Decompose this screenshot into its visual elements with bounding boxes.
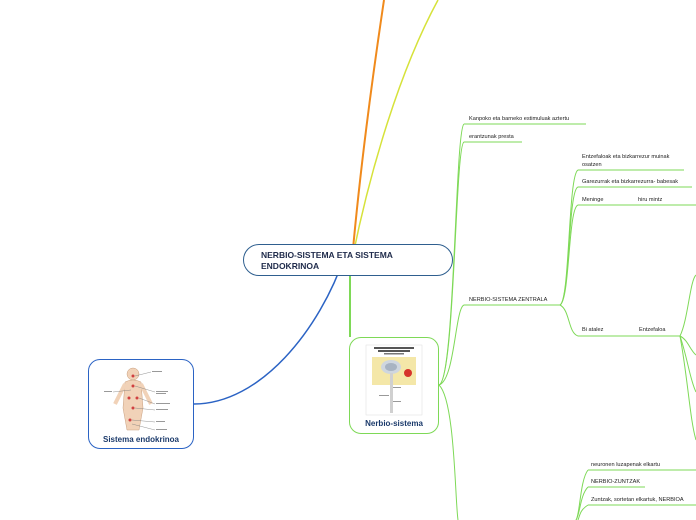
branch-meninge[interactable]: Meninge: [582, 197, 604, 203]
central-topic-title-line1: NERBIO-SISTEMA ETA SISTEMA: [261, 250, 393, 260]
blue-branch-line: [193, 254, 346, 405]
central-topic[interactable]: NERBIO-SISTEMA ETA SISTEMA ENDOKRINOA: [243, 244, 453, 276]
branch-zuntzak[interactable]: NERBIO-ZUNTZAK: [591, 479, 641, 485]
orange-branch-line: [351, 0, 385, 261]
branch-zentrala[interactable]: NERBIO-SISTEMA ZENTRALA: [469, 297, 548, 303]
nervous-system-illustration: [365, 344, 423, 416]
branch-garezurrak[interactable]: Garezurrak eta bizkarrezurra- babesak: [582, 179, 679, 185]
branch-entzefaloak-line1[interactable]: Entzefaloak eta bizkarrezur muinak: [582, 154, 670, 160]
nerbio-sistema-label: Nerbio-sistema: [365, 419, 423, 428]
nerbio-sistema-node[interactable]: Nerbio-sistema: [349, 337, 439, 434]
branch-entzefaloa[interactable]: Entzefaloa: [639, 327, 666, 333]
branch-zuntzak-sortetan[interactable]: Zuntzak, sortetan elkartuk, NERBIOA: [591, 497, 684, 503]
sistema-endokrinoa-node[interactable]: Sistema endokrinoa: [88, 359, 194, 449]
yellow-branch-line: [351, 0, 439, 261]
sistema-endokrinoa-label: Sistema endokrinoa: [102, 435, 180, 444]
branch-hiru-mintz[interactable]: hiru mintz: [638, 197, 663, 203]
branch-kanpoko[interactable]: Kanpoko eta barneko estimuluak aztertu: [469, 116, 570, 122]
central-topic-title-line2: ENDOKRINOA: [261, 261, 320, 271]
branch-entzefaloak-line2[interactable]: osatzen: [582, 162, 602, 168]
branch-erantzunak[interactable]: erantzunak presta: [469, 134, 514, 140]
branch-neuronen[interactable]: neuronen luzapenak elkartu: [591, 462, 661, 468]
endocrine-system-illustration: [104, 367, 170, 431]
branch-bi-atalez[interactable]: Bi atalez: [582, 327, 604, 333]
